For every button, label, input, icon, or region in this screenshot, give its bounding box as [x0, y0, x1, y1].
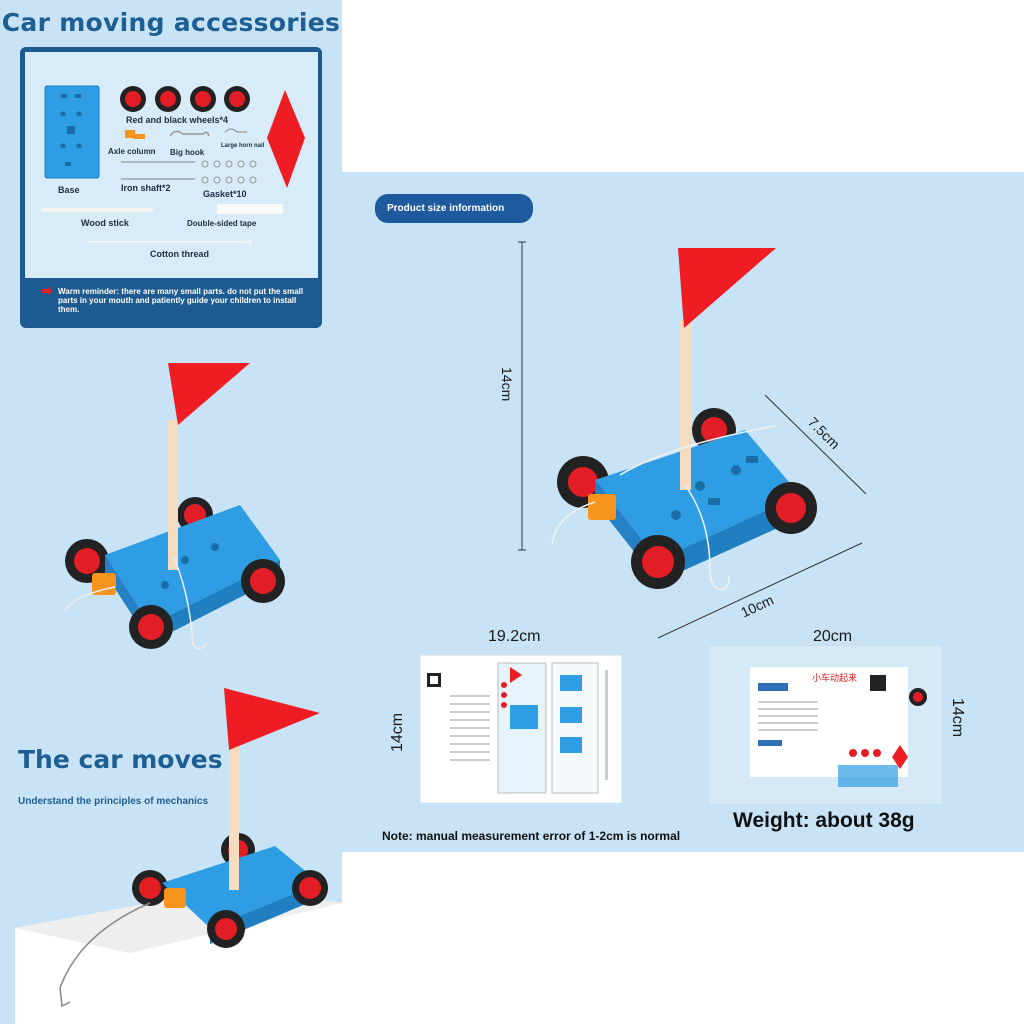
label-horn-nail: Large horn nail	[221, 143, 265, 149]
dim-bag-height: 14cm	[949, 698, 966, 738]
big-hook-part	[169, 130, 210, 137]
manual-sheet	[420, 655, 622, 803]
tape-part	[217, 204, 283, 214]
horn-nail-part	[224, 128, 247, 133]
label-iron-shaft: Iron shaft*2	[121, 183, 171, 193]
dim-manual-width: 19.2cm	[488, 628, 541, 645]
label-gasket: Gasket*10	[203, 189, 247, 199]
product-size-button[interactable]: Product size information	[375, 194, 533, 223]
car-moves-title: The car moves	[18, 745, 223, 774]
label-wood-stick: Wood stick	[81, 218, 129, 228]
car-illustration-bottom	[15, 688, 342, 1024]
packaging-bag	[708, 645, 943, 805]
gasket-part	[201, 160, 257, 184]
dim-manual-height: 14cm	[389, 712, 406, 752]
dim-bag-width: 20cm	[813, 628, 853, 645]
accessories-title: Car moving accessories	[1, 8, 341, 37]
wheels-part	[120, 86, 250, 112]
car-moves-subtitle: Understand the principles of mechanics	[18, 796, 209, 807]
label-cotton-thread: Cotton thread	[150, 249, 209, 259]
thread-part	[87, 239, 253, 247]
wood-stick-part	[41, 208, 153, 212]
parts-illustration	[41, 85, 305, 247]
label-axle-column: Axle column	[108, 147, 156, 156]
weight-label: Weight: about 38g	[733, 809, 915, 832]
warm-reminder: Warm reminder: there are many small part…	[58, 287, 304, 314]
manual-heading: 小车动起来	[812, 673, 858, 683]
car-illustration-left	[64, 363, 285, 650]
axle-column-part	[125, 130, 135, 138]
label-base: Base	[58, 185, 80, 195]
dim-height: 14cm	[499, 367, 515, 402]
label-big-hook: Big hook	[170, 148, 205, 157]
label-wheels: Red and black wheels*4	[126, 115, 229, 125]
flag-part	[267, 90, 305, 188]
arrow-icon	[42, 287, 52, 295]
label-tape: Double-sided tape	[187, 219, 257, 228]
measurement-note: Note: manual measurement error of 1-2cm …	[382, 829, 681, 843]
base-part	[44, 85, 100, 179]
car-dimension-illustration	[518, 241, 867, 639]
